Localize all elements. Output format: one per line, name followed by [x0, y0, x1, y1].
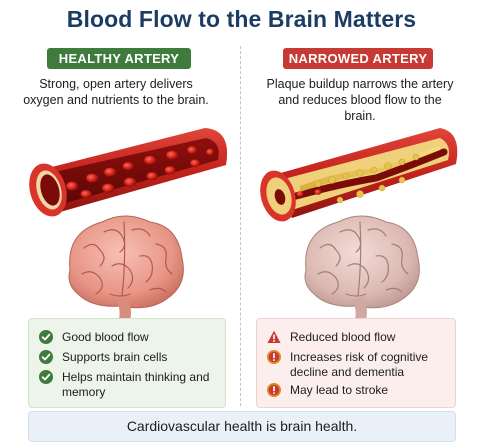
narrowed-brain — [304, 215, 420, 320]
illustration — [29, 128, 458, 320]
benefit-item: Good blood flow — [39, 330, 220, 345]
benefit-text: Good blood flow — [62, 330, 149, 344]
warning-circle-icon — [267, 350, 281, 364]
narrowed-artery-description: Plaque buildup narrows the artery and re… — [266, 77, 454, 123]
risk-text: Increases risk of cognitive decline and … — [290, 350, 429, 379]
footer-banner: Cardiovascular health is brain health. — [28, 411, 456, 442]
page-title: Blood Flow to the Brain Matters — [66, 6, 417, 32]
check-circle-icon — [39, 330, 53, 344]
warning-triangle-icon — [267, 330, 281, 343]
check-circle-icon — [39, 350, 53, 364]
narrowed-artery-illustration — [260, 128, 458, 320]
warning-circle-icon — [267, 383, 281, 397]
healthy-artery-label: HEALTHY ARTERY — [47, 48, 191, 69]
benefit-item: Helps maintain thinking and memory — [39, 370, 220, 400]
center-divider — [240, 46, 241, 406]
narrowed-artery-label: NARROWED ARTERY — [283, 48, 433, 69]
healthy-artery-description: Strong, open artery delivers oxygen and … — [23, 77, 209, 107]
narrowed-risks-box: Reduced blood flow Increases risk of cog… — [256, 318, 456, 408]
benefit-item: Supports brain cells — [39, 350, 220, 365]
healthy-artery-illustration — [29, 128, 228, 320]
risk-text: Reduced blood flow — [290, 330, 396, 344]
check-circle-icon — [39, 370, 53, 384]
risk-text: May lead to stroke — [290, 383, 389, 397]
benefit-text: Helps maintain thinking and memory — [62, 370, 210, 399]
healthy-benefits-box: Good blood flow Supports brain cells Hel… — [28, 318, 226, 408]
healthy-brain — [68, 215, 184, 320]
risk-item: Increases risk of cognitive decline and … — [267, 350, 448, 380]
risk-item: May lead to stroke — [267, 383, 448, 398]
benefit-text: Supports brain cells — [62, 350, 168, 364]
risk-item: Reduced blood flow — [267, 330, 448, 345]
